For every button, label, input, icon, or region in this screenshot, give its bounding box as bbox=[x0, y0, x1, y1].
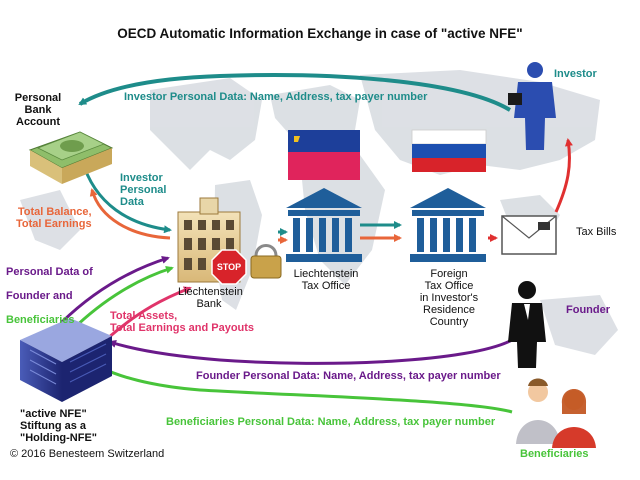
total-balance-arrow bbox=[89, 188, 171, 240]
diagram-title: OECD Automatic Information Exchange in c… bbox=[117, 26, 523, 41]
russia-flag-icon bbox=[411, 129, 487, 172]
total-assets-label: Total Assets, Total Earnings and Payouts bbox=[110, 310, 255, 334]
liechtenstein-tax-office-label: Liechtenstein Tax Office bbox=[293, 268, 359, 292]
founder-personal-data-flow-label: Founder Personal Data: Name, Address, ta… bbox=[196, 370, 501, 382]
active-nfe-building-icon bbox=[20, 318, 112, 402]
beneficiaries-label: Beneficiaries bbox=[520, 448, 589, 460]
liechtenstein-bank-label: Liechtenstein Bank bbox=[178, 286, 243, 310]
investor-data-arrow bbox=[78, 73, 512, 112]
tax-bill-envelope-icon bbox=[501, 215, 557, 255]
total-balance-label: Total Balance, Total Earnings bbox=[16, 206, 92, 230]
total-assets-arrow bbox=[107, 286, 192, 340]
beneficiaries-people-icon bbox=[516, 378, 596, 448]
beneficiaries-data-arrow bbox=[100, 366, 513, 414]
foreign-tax-office-label: Foreign Tax Office in Investor's Residen… bbox=[419, 268, 479, 328]
liechtenstein-tax-office-icon bbox=[286, 188, 362, 262]
active-nfe-label: "active NFE" Stiftung as a "Holding-NFE" bbox=[20, 408, 98, 444]
investor-personal-data-label: Investor Personal Data bbox=[120, 172, 167, 208]
beneficiaries-personal-data-flow-label: Beneficiaries Personal Data: Name, Addre… bbox=[166, 416, 496, 428]
copyright-label: © 2016 Benesteem Switzerland bbox=[10, 448, 165, 460]
money-stack-icon bbox=[28, 131, 114, 184]
founder-beneficiaries-data-arrow-green bbox=[70, 265, 174, 332]
taxbills-to-investor-arrow bbox=[554, 138, 573, 213]
world-map-background bbox=[20, 70, 618, 355]
founder-label: Founder bbox=[566, 304, 610, 316]
foreign-tax-office-icon bbox=[410, 188, 486, 262]
founder-data-arrow bbox=[108, 338, 513, 365]
personal-data-of-label: Personal Data of bbox=[6, 266, 93, 278]
founder-and-beneficiaries-label: Founder and Beneficiaries bbox=[6, 278, 74, 326]
tax-bills-label: Tax Bills bbox=[576, 226, 617, 238]
stop-sign-label: STOP bbox=[216, 262, 242, 272]
padlock-icon bbox=[250, 244, 282, 279]
founder-beneficiaries-data-arrow-purple bbox=[60, 255, 170, 324]
stop-sign-icon bbox=[211, 249, 247, 285]
liechtenstein-flag-icon bbox=[288, 130, 360, 180]
investor-personal-data-arrow bbox=[80, 159, 172, 234]
personal-bank-account-label: Personal Bank Account bbox=[14, 92, 62, 128]
investor-person-icon bbox=[508, 62, 556, 150]
beneficiaries-word-label: Beneficiaries bbox=[6, 314, 75, 326]
investor-label: Investor bbox=[554, 68, 597, 80]
founder-and-label: Founder and bbox=[6, 290, 73, 302]
founder-person-icon bbox=[508, 281, 546, 368]
investor-personal-data-flow-label: Investor Personal Data: Name, Address, t… bbox=[124, 91, 428, 103]
